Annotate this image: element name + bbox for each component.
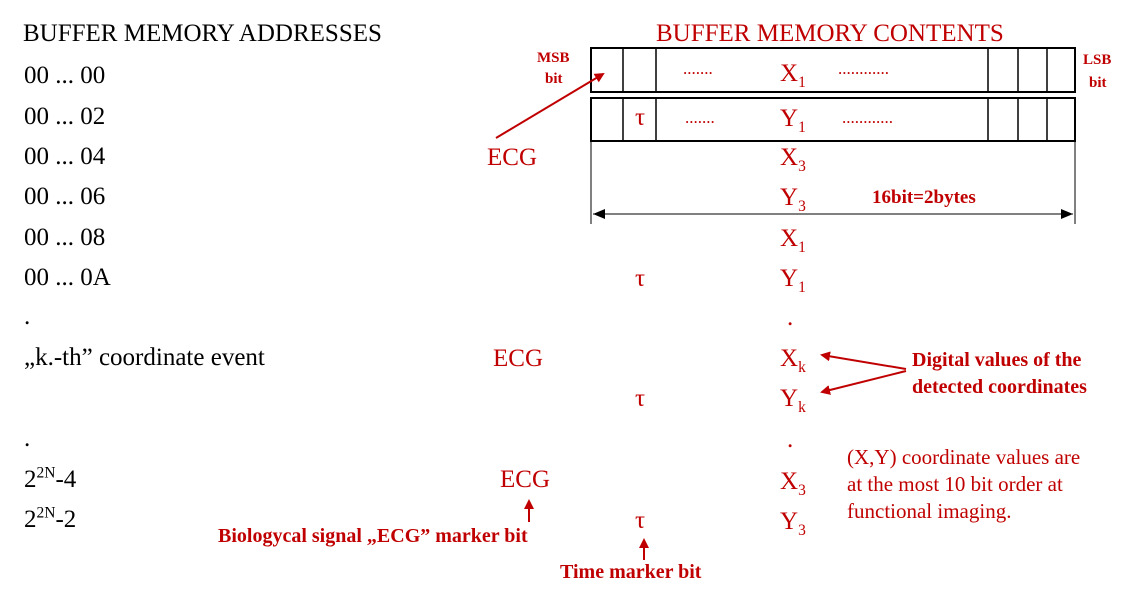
content-value: Y3 (780, 508, 806, 539)
content-dot: . (787, 304, 794, 331)
register-row1-value: X1 (780, 60, 806, 91)
yk-arrow (820, 370, 907, 395)
addresses-header: BUFFER MEMORY ADDRESSES (23, 20, 382, 47)
digital-values-label-2: detected coordinates (912, 376, 1087, 398)
register-row2-tau: τ (635, 104, 646, 131)
register-row1-dots-left: ....... (683, 59, 713, 78)
contents-header: BUFFER MEMORY CONTENTS (656, 20, 1004, 47)
content-value: X3 (780, 144, 806, 175)
address-row: 22N-4 (24, 464, 77, 493)
content-value: X3 (780, 468, 806, 499)
address-dot: . (24, 303, 31, 330)
coordinate-note-line-2: at the most 10 bit order at (847, 472, 1063, 496)
register-row2-value: Y1 (780, 105, 806, 136)
content-value-xk: Xk (780, 345, 806, 376)
address-row: 00 ... 02 (24, 103, 106, 130)
msb-bit-label: bit (545, 71, 563, 87)
address-row: 00 ... 04 (24, 143, 106, 170)
time-marker-bit-label: Time marker bit (560, 561, 702, 583)
content-dot: . (787, 426, 794, 453)
ecg-marker: ECG (493, 345, 543, 372)
address-row: 00 ... 08 (24, 224, 106, 251)
digital-values-label: Digital values of the (912, 349, 1082, 371)
coordinate-note-line-3: functional imaging. (847, 499, 1012, 523)
content-value: Y3 (780, 184, 806, 215)
address-row-k-event: „k.-th” coordinate event (24, 344, 265, 371)
width-dimension (590, 141, 1076, 224)
content-value: X1 (780, 225, 806, 256)
coordinate-note-line-1: (X,Y) coordinate values are (847, 445, 1081, 469)
msb-ecg-arrow (495, 72, 605, 139)
tau-marker: τ (635, 507, 646, 534)
address-dot: . (24, 425, 31, 452)
ecg-marker-bit-label: Biologycal signal „ECG” marker bit (218, 525, 528, 547)
register-row-1 (590, 47, 1076, 93)
xk-arrow (820, 351, 907, 370)
content-value: Y1 (780, 265, 806, 296)
register-row2-dots-left: ....... (685, 108, 715, 127)
lsb-label: LSB (1083, 52, 1112, 68)
address-row: 00 ... 00 (24, 62, 106, 89)
tau-marker: τ (635, 385, 646, 412)
lsb-bit-label: bit (1089, 75, 1107, 91)
width-label: 16bit=2bytes (872, 187, 976, 208)
register-row-2 (590, 97, 1076, 142)
ecg-marker: ECG (487, 144, 537, 171)
address-row: 00 ... 0A (24, 264, 111, 291)
tau-marker: τ (635, 265, 646, 292)
ecg-marker: ECG (500, 466, 550, 493)
register-row2-dots-right: ............ (842, 108, 893, 127)
content-value-yk: Yk (780, 385, 806, 416)
address-row: 00 ... 06 (24, 183, 106, 210)
address-row: 22N-2 (24, 504, 77, 533)
register-row1-dots-right: ............ (838, 59, 889, 78)
msb-label: MSB (537, 50, 570, 66)
